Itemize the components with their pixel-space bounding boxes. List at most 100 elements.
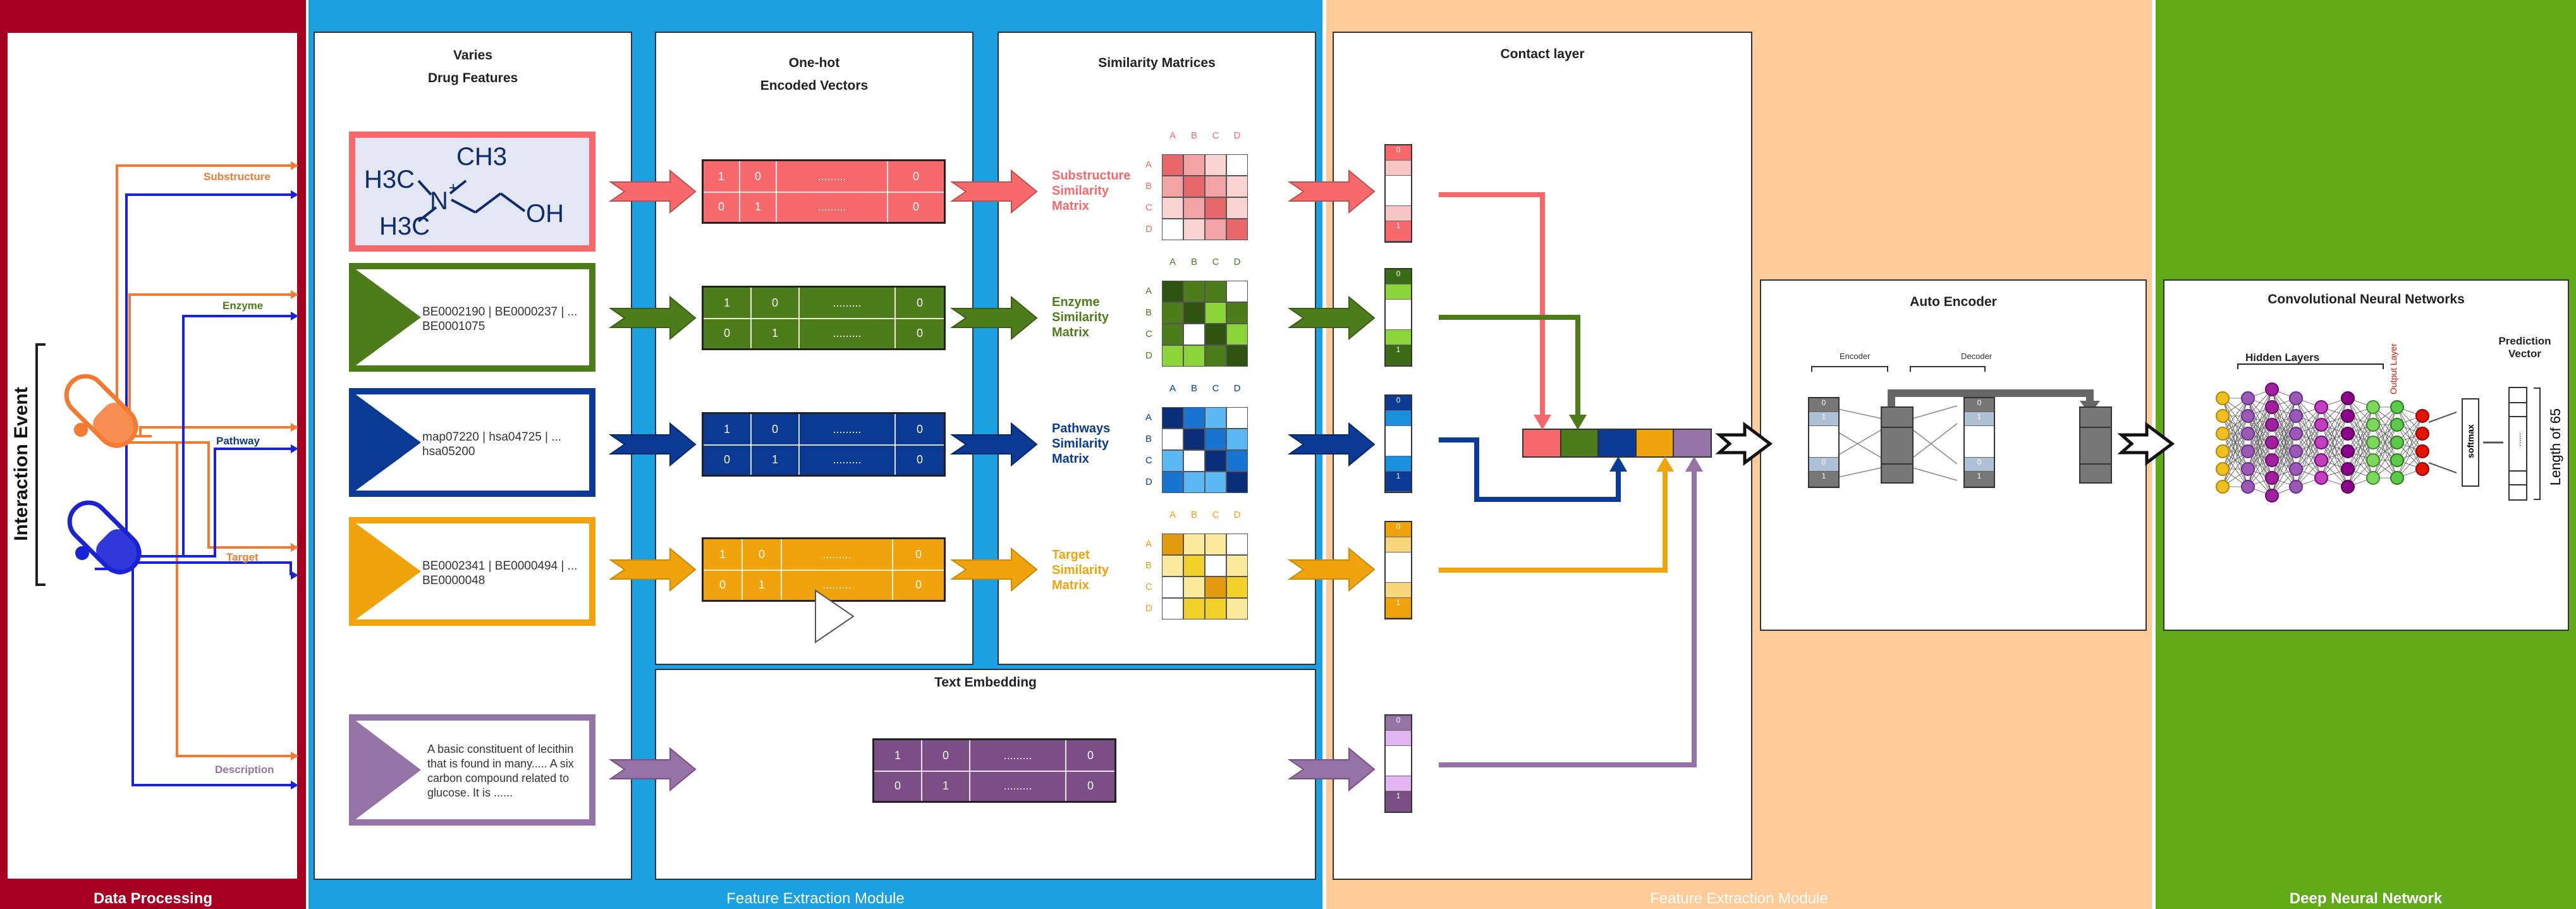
feature-extraction-label-1: Feature Extraction Module <box>726 890 905 907</box>
molecule-ch3: CH3 <box>456 143 508 171</box>
autoencoder-diagram <box>1811 366 2112 484</box>
cnn-neuron <box>2390 453 2404 467</box>
grid-col-header: D <box>1233 383 1241 394</box>
molecule-oh: OH <box>526 200 564 228</box>
cnn-neuron <box>2265 471 2279 485</box>
grid-cell <box>1205 324 1226 345</box>
cnn-neuron <box>2314 400 2328 414</box>
cnn-neuron <box>2390 400 2404 414</box>
grid-col-header: B <box>1190 130 1197 141</box>
grid-cell <box>1226 472 1248 493</box>
cnn-neuron <box>2241 427 2255 441</box>
grid-cell <box>1205 472 1226 493</box>
grid-col-header: A <box>1169 383 1176 394</box>
drug-features-title-2: Drug Features <box>427 71 518 85</box>
grid-cell <box>1162 345 1183 367</box>
grid-cell <box>1226 534 1248 555</box>
cnn-connection <box>2247 389 2273 434</box>
grid-col-header: B <box>1190 257 1197 267</box>
choline-molecule-icon <box>417 180 526 223</box>
grid-row-header: C <box>1145 455 1152 466</box>
cnn-connection <box>2347 406 2374 470</box>
cnn-neuron <box>2341 391 2355 405</box>
cnn-neuron <box>2216 462 2230 476</box>
cnn-neuron <box>2415 427 2429 441</box>
grid-cell <box>1183 407 1205 429</box>
grid-cell <box>1183 534 1205 555</box>
cnn-connection <box>2321 398 2348 461</box>
grid-col-header: A <box>1169 130 1176 141</box>
prediction-vector: ...... <box>2508 387 2527 501</box>
one-hot-title-1: One-hot <box>788 56 840 70</box>
similarity-title: Similarity Matrices <box>1098 56 1216 70</box>
description-card: A basic constituent of lecithin that is … <box>349 714 595 826</box>
enzyme-text: BE0002190 | BE0000237 | ... BE0001075 <box>422 305 578 333</box>
grid-cell <box>1183 219 1205 240</box>
cnn-neuron <box>2289 427 2303 441</box>
feature-substructure: Substructure <box>204 171 271 183</box>
grid-cell <box>1205 407 1226 429</box>
grid-cell <box>1183 281 1205 302</box>
cnn-title: Convolutional Neural Networks <box>2268 292 2465 307</box>
grid-cell <box>1205 176 1226 197</box>
concatenated-vector <box>1522 429 1712 458</box>
cnn-connection <box>2222 433 2249 487</box>
cnn-neuron <box>2241 462 2255 476</box>
cnn-neuron <box>2314 418 2328 432</box>
pathway-card: map07220 | hsa04725 | ... hsa05200 <box>349 388 595 497</box>
cnn-output-arrow <box>2428 412 2457 423</box>
cnn-neuron <box>2289 409 2303 423</box>
grid-row-header: C <box>1145 582 1152 592</box>
cnn-connection <box>2271 398 2297 443</box>
pathway-text: map07220 | hsa04725 | ... hsa05200 <box>422 430 562 458</box>
feature-target: Target <box>226 551 259 563</box>
grid-col-header: C <box>1212 130 1219 141</box>
cnn-neuron <box>2390 471 2404 485</box>
grid-cell <box>1226 598 1248 619</box>
auto-encoder-title: Auto Encoder <box>1910 295 1997 309</box>
cnn-connection <box>2271 451 2297 496</box>
cnn-neuron <box>2366 418 2380 432</box>
length-label: Length of 65 <box>2548 408 2563 486</box>
grid-row-header: D <box>1145 477 1152 487</box>
cnn-neuron <box>2341 480 2355 494</box>
cnn-neuron <box>2216 444 2230 458</box>
grid-cell <box>1226 577 1248 598</box>
grid-cell <box>1205 345 1226 367</box>
cnn-neuron <box>2289 444 2303 458</box>
cnn-connection <box>2372 406 2398 461</box>
cnn-neuron <box>2265 418 2279 432</box>
grid-cell <box>1205 197 1226 219</box>
grid-col-header: A <box>1169 257 1176 267</box>
softmax-box: softmax <box>2462 398 2479 487</box>
grid-row-header: A <box>1145 286 1152 296</box>
grid-row-header: A <box>1145 159 1152 170</box>
cnn-neuron <box>2390 418 2404 432</box>
cnn-connection <box>2295 424 2322 487</box>
encoder-label: Encoder <box>1840 351 1871 361</box>
molecule-h3c-bottom: H3C <box>379 212 430 240</box>
one-hot-title-2: Encoded Vectors <box>760 78 869 93</box>
cnn-connection <box>2372 424 2398 479</box>
cnn-neuron <box>2366 400 2380 414</box>
grid-cell <box>1183 429 1205 450</box>
target-chevron-icon <box>354 522 421 621</box>
grid-cell <box>1162 302 1183 324</box>
cnn-neuron <box>2366 453 2380 467</box>
grid-cell <box>1183 176 1205 197</box>
cnn-neuron <box>2265 453 2279 467</box>
cnn-neuron <box>2341 427 2355 441</box>
cnn-neuron <box>2216 409 2230 423</box>
grid-cell <box>1205 577 1226 598</box>
grid-cell <box>1183 555 1205 577</box>
cnn-connection <box>2321 433 2348 479</box>
cnn-neuron <box>2265 382 2279 396</box>
interaction-event-label: Interaction Event <box>11 387 32 541</box>
grid-cell <box>1226 429 1248 450</box>
